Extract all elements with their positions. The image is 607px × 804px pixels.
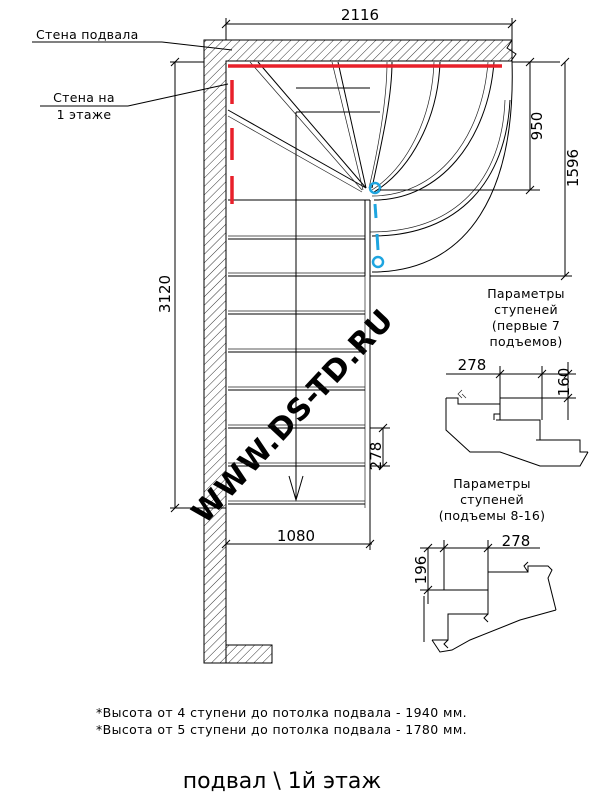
params1-line2: ступеней (494, 302, 558, 317)
params1-line4: подъемов) (489, 334, 562, 349)
red-wall-marker (228, 64, 502, 204)
params2-riser: 196 (412, 556, 430, 585)
dim-3120: 3120 (156, 275, 174, 313)
leader-labels (32, 41, 233, 107)
blue-marker (368, 181, 385, 269)
params2-tread: 278 (502, 532, 531, 550)
note-2: *Высота от 5 ступени до потолка подвала … (96, 722, 467, 737)
winder-lines (227, 60, 513, 277)
wall-break-mark (506, 39, 517, 62)
params2-line3: (подъемы 8-16) (439, 508, 546, 523)
params2-line1: Параметры (453, 476, 531, 491)
params1-tread: 278 (458, 356, 487, 374)
label-first-floor-wall-2: 1 этаже (57, 107, 112, 122)
params1-line3: (первые 7 (492, 318, 560, 333)
dim-950: 950 (528, 112, 546, 141)
dimension-lines (170, 18, 572, 550)
note-1: *Высота от 4 ступени до потолка подвала … (96, 705, 467, 720)
wall-bottom-return (225, 644, 273, 664)
label-first-floor-wall-1: Стена на (53, 90, 115, 105)
params2-line2: ступеней (460, 492, 524, 507)
stair-plan (227, 60, 513, 508)
params-block-1: Параметры ступеней (первые 7 подъемов) 2… (445, 286, 589, 467)
params1-line1: Параметры (487, 286, 565, 301)
dim-1080: 1080 (277, 527, 315, 545)
params-block-2: Параметры ступеней (подъемы 8-16) 278 19… (412, 476, 557, 653)
caption: подвал \ 1й этаж (183, 769, 382, 794)
dim-2116: 2116 (341, 6, 379, 24)
params1-riser: 160 (555, 368, 573, 397)
label-basement-wall: Стена подвала (36, 27, 139, 42)
walking-line (288, 87, 380, 502)
dim-1596: 1596 (564, 149, 582, 187)
dim-278-tread: 278 (367, 442, 385, 471)
